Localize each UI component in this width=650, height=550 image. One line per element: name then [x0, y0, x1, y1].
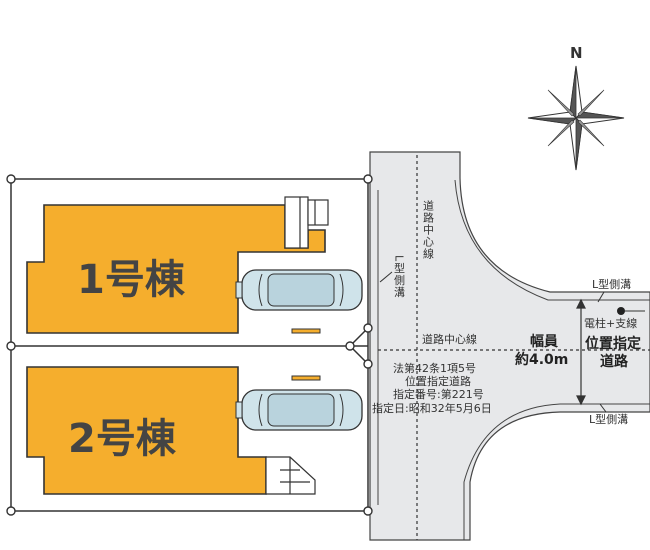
road-surface [369, 151, 650, 541]
east-gutter-bottom-label: L型側溝 [589, 412, 628, 426]
lot-2-label: 2号棟 [68, 416, 177, 462]
porch-steps-2 [265, 456, 316, 495]
horizontal-centerline-label: 道路中心線 [422, 332, 477, 346]
east-gutter-top-leader [597, 291, 605, 303]
road-width-dimension-arrow [576, 298, 586, 406]
legal-basis-line1: 法第42条1項5号 [393, 361, 476, 375]
designation-date: 指定日:昭和32年5月6日 [372, 401, 492, 415]
wheel-stop-1 [291, 328, 321, 334]
east-road-label-line2: 道路 [600, 353, 629, 370]
designation-number: 指定番号:第221号 [393, 387, 484, 401]
utility-pole-icon [617, 307, 625, 315]
compass-rose-icon [527, 65, 625, 171]
road-width-value: 約4.0m [515, 351, 568, 368]
gutter-line-south [463, 403, 650, 540]
porch-steps-1 [284, 196, 329, 249]
vertical-centerline-label: 道路中心線 [422, 199, 435, 260]
east-gutter-top-label: L型側溝 [592, 277, 631, 291]
west-gutter-label: L型側溝 [393, 255, 406, 298]
legal-basis-line2: 位置指定道路 [405, 374, 471, 388]
east-road-label-line1: 位置指定 [585, 335, 641, 352]
utility-pole-label: 電柱+支線 [584, 316, 637, 330]
car-2 [235, 389, 363, 431]
gutter-line-north [454, 179, 650, 301]
car-1 [235, 269, 363, 311]
east-gutter-bottom-leader [599, 403, 607, 413]
lot-1-label: 1号棟 [77, 257, 186, 303]
road-width-title: 幅員 [530, 333, 558, 350]
west-gutter-leader [379, 271, 393, 283]
compass-north-label: N [570, 44, 583, 62]
boundary-markers [6, 174, 373, 516]
wheel-stop-2 [291, 375, 321, 381]
